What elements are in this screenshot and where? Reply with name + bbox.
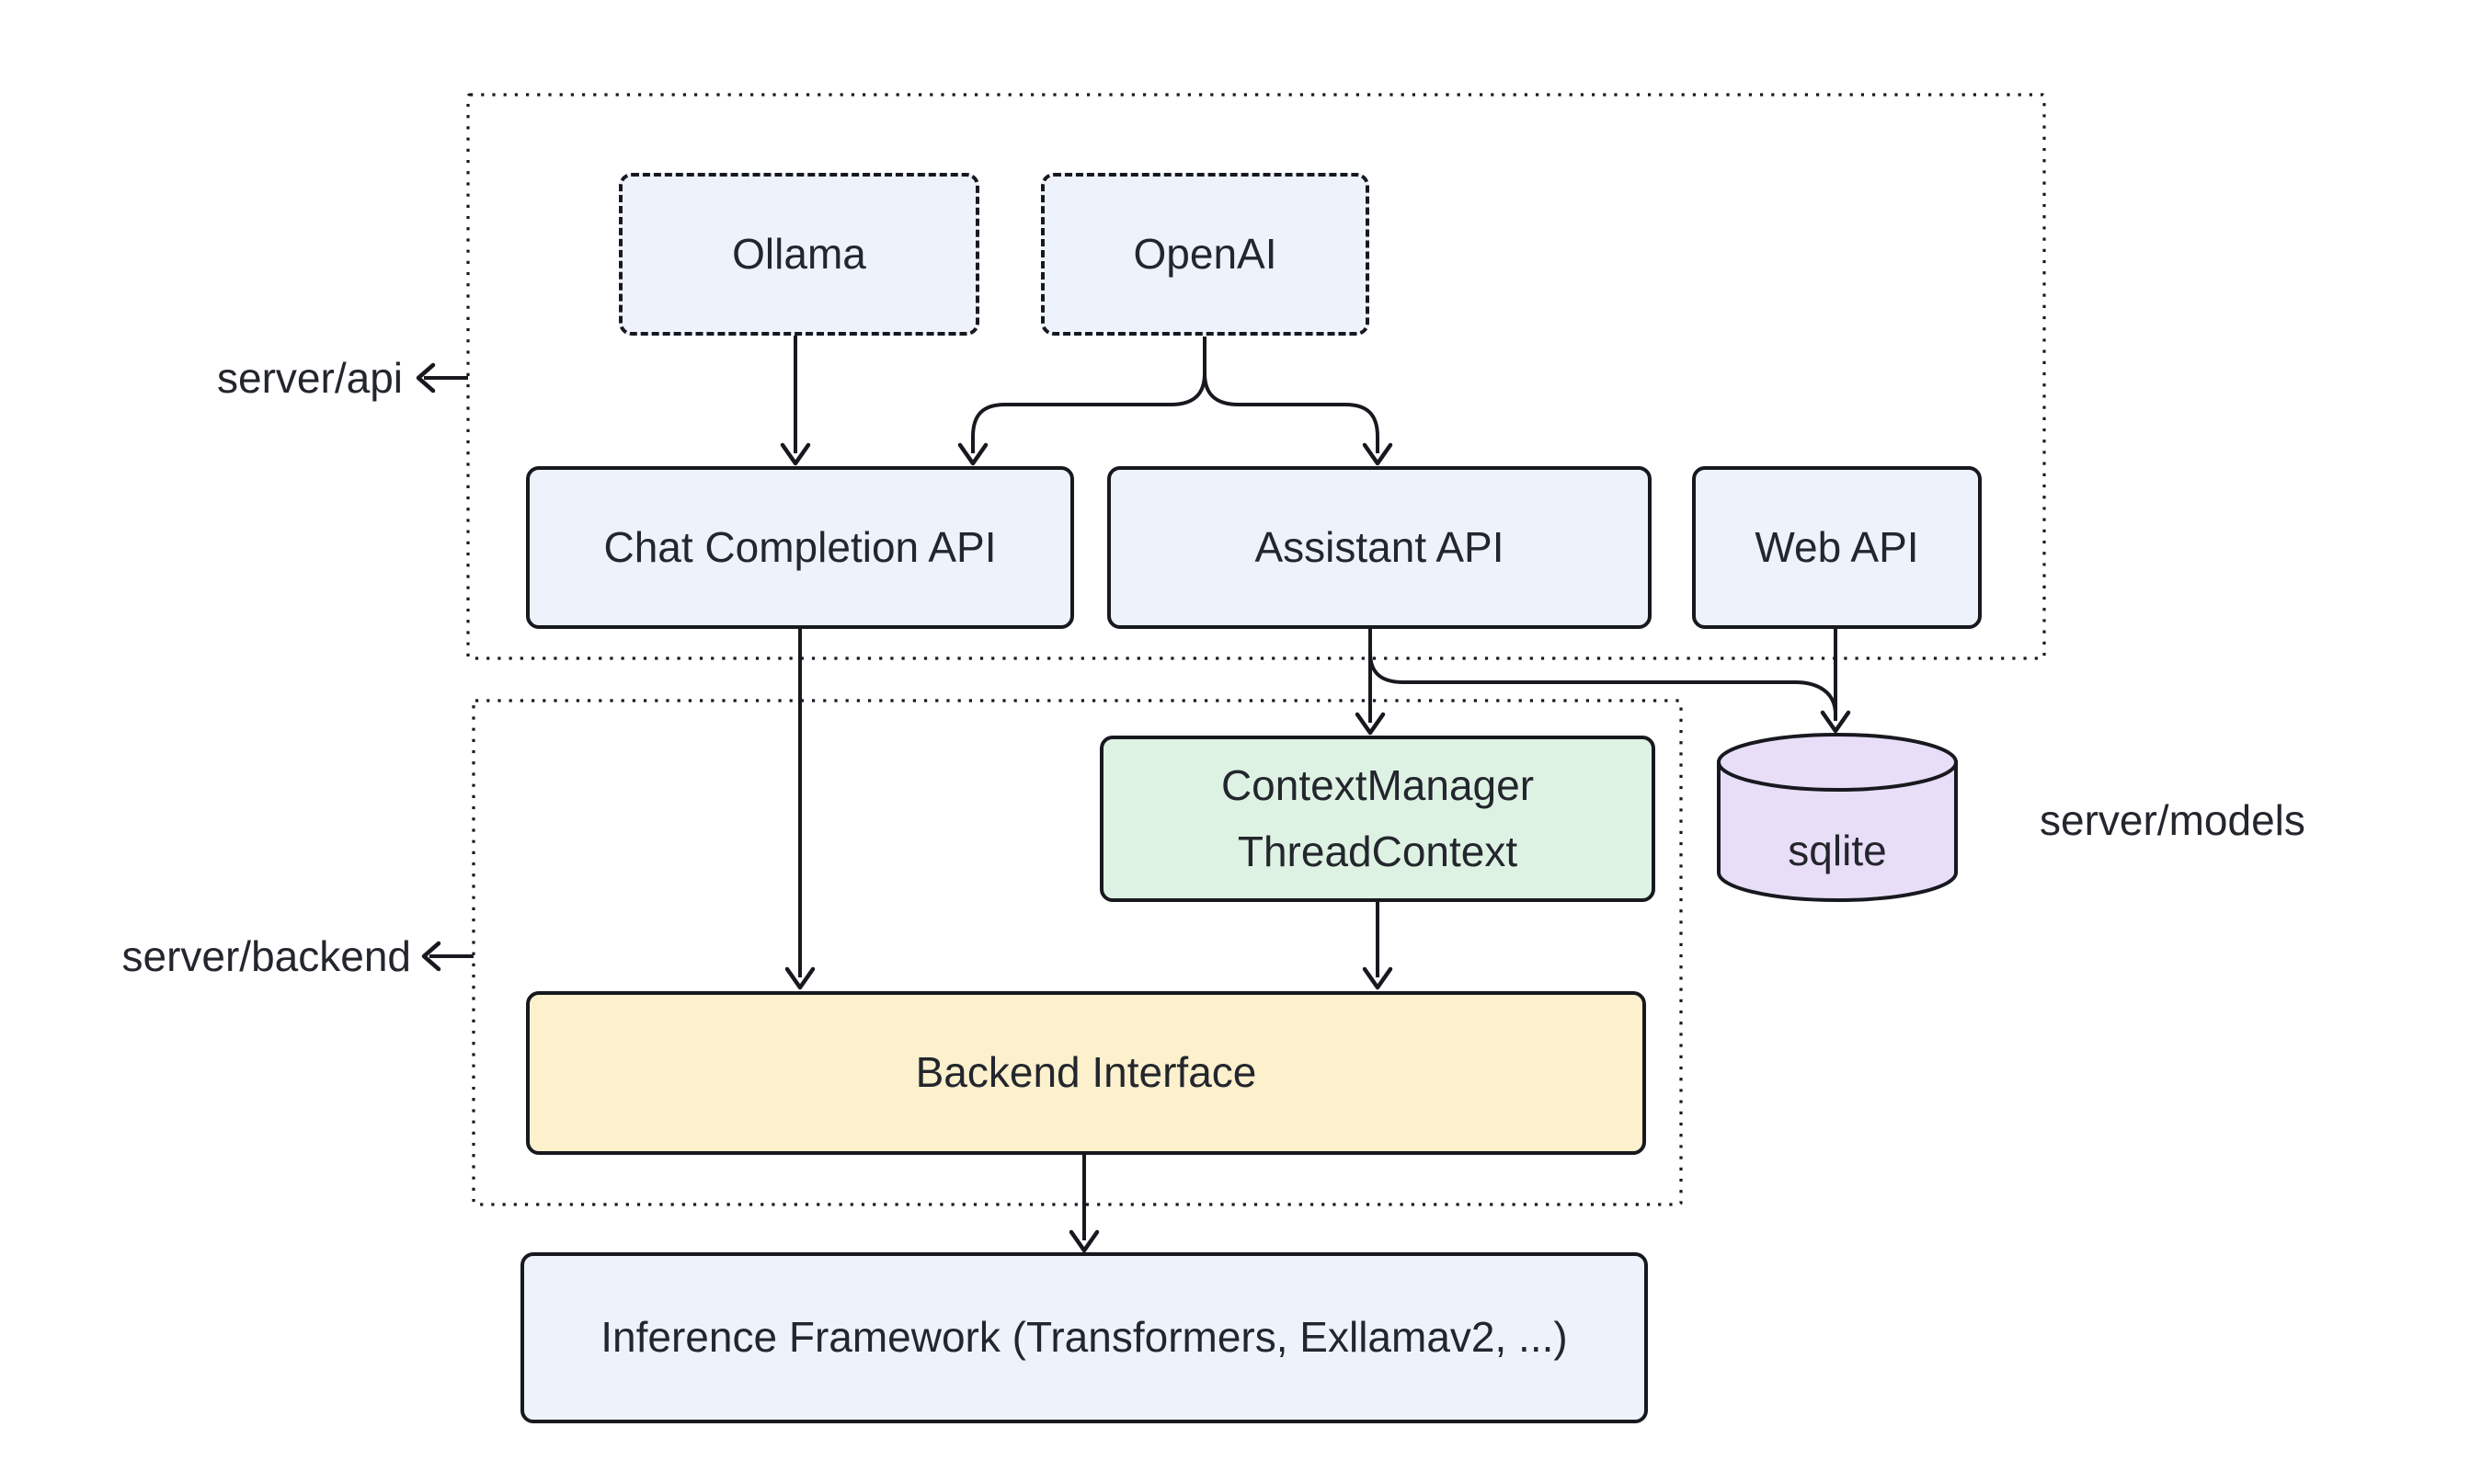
label-server-api: server/api	[217, 354, 403, 402]
node-context-manager-label: ContextManager ThreadContext	[1221, 753, 1534, 885]
node-assistant-api-label: Assistant API	[1254, 522, 1504, 571]
group-server-backend-border	[472, 699, 1683, 1206]
node-chat-completion-api: Chat Completion API	[526, 466, 1074, 629]
edge-assistant-to-sqlite	[1368, 629, 1837, 717]
arrowhead-ollama-to-chat	[780, 442, 811, 466]
node-ollama-label: Ollama	[732, 229, 866, 278]
arrowhead-assistant-to-context	[1355, 712, 1386, 736]
node-backend-interface-label: Backend Interface	[915, 1048, 1257, 1097]
arrowhead-context-to-backend-interface	[1362, 966, 1393, 990]
node-backend-interface: Backend Interface	[526, 991, 1646, 1155]
node-web-api-label: Web API	[1755, 522, 1919, 571]
node-openai: OpenAI	[1041, 173, 1369, 336]
node-assistant-api: Assistant API	[1107, 466, 1652, 629]
node-ollama: Ollama	[619, 173, 979, 336]
arrowhead-web-to-sqlite	[1820, 710, 1851, 734]
node-web-api: Web API	[1692, 466, 1982, 629]
node-openai-label: OpenAI	[1133, 229, 1277, 278]
node-context-manager-line1: ContextManager	[1220, 761, 1535, 810]
label-server-models: server/models	[2040, 796, 2305, 844]
sqlite-cylinder-top	[1717, 733, 1958, 792]
node-sqlite-label: sqlite	[1788, 827, 1887, 874]
arrowhead-server-backend-pointer	[421, 941, 441, 972]
node-inference-framework-label: Inference Framework (Transformers, Exlla…	[600, 1313, 1568, 1362]
arrowhead-server-api-pointer	[416, 362, 436, 394]
arrowhead-openai-to-assistant	[1362, 442, 1393, 466]
edge-openai-to-assistant	[1203, 337, 1379, 453]
arrowhead-chat-to-backend-interface	[784, 966, 816, 990]
sqlite-cylinder-shape	[1717, 733, 1958, 902]
label-server-backend: server/backend	[121, 932, 412, 980]
node-inference-framework: Inference Framework (Transformers, Exlla…	[520, 1252, 1648, 1423]
edge-openai-to-chat	[971, 337, 1206, 453]
sqlite-cylinder-body	[1717, 760, 1958, 902]
node-context-manager: ContextManager ThreadContext	[1100, 736, 1655, 902]
node-context-manager-line2: ThreadContext	[1237, 827, 1518, 875]
arrowhead-openai-to-chat	[957, 442, 989, 466]
node-chat-completion-api-label: Chat Completion API	[603, 522, 997, 571]
group-server-api-border	[466, 93, 2046, 660]
arrowhead-backend-interface-to-inference	[1069, 1229, 1100, 1253]
